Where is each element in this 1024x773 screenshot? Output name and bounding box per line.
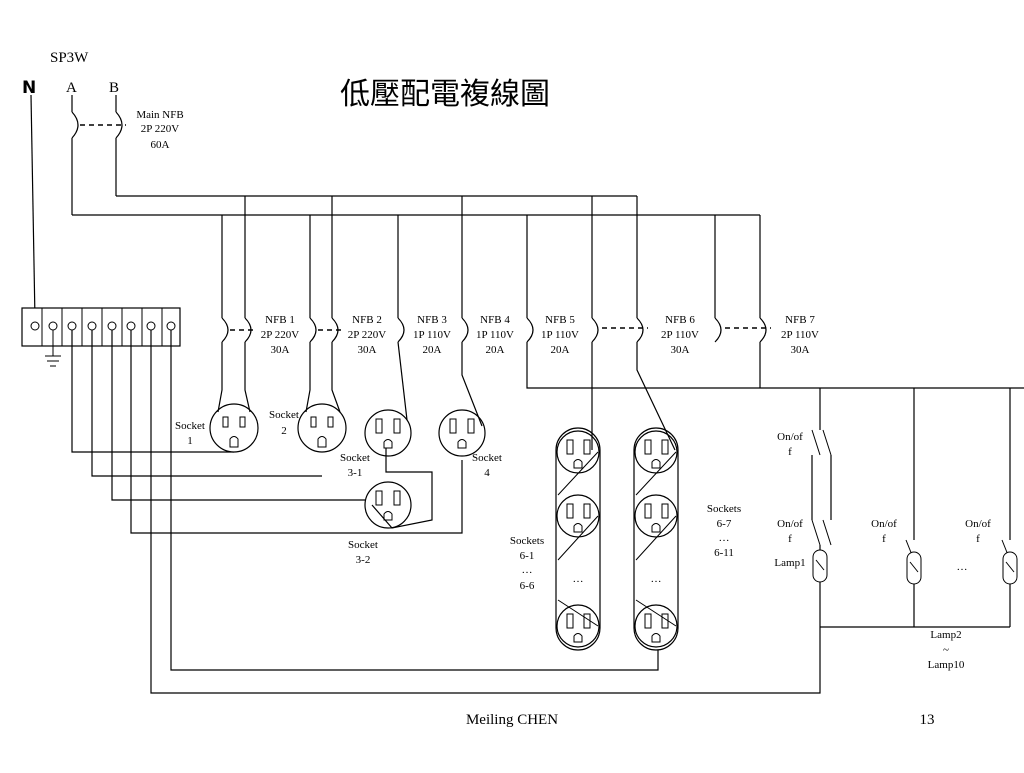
socket-2-label-a: Socket: [269, 409, 299, 421]
lamp-2: [906, 551, 922, 585]
nfb6-name: NFB 6: [665, 314, 695, 326]
nfb2-label: NFB 2 2P 220V 30A: [348, 314, 386, 356]
socket-3-1-label-b: 3-1: [348, 467, 363, 479]
branch-drops: [221, 196, 761, 318]
socket-4-label-b: 4: [484, 467, 490, 479]
nfb4-label: NFB 4 1P 110V 20A: [476, 314, 514, 356]
nfb6-label: NFB 6 2P 110V 30A: [661, 314, 699, 356]
sockets-6-7-label-d: 6-11: [714, 547, 734, 559]
lamp-10: [1002, 551, 1018, 585]
main-breaker-label: Main NFB 2P 220V 60A: [136, 109, 183, 151]
main-breaker-symbol: [71, 95, 126, 215]
socket-column-6-1-to-6-6: [555, 427, 601, 651]
diagram-title: 低壓配電複線圖: [340, 77, 550, 112]
nfb3-amps: 20A: [423, 344, 442, 356]
neutral-terminal-block: [21, 307, 181, 347]
sockets-6-7-label-a: Sockets: [707, 503, 741, 515]
lamps-ellipsis: …: [957, 561, 968, 573]
lamp-range-label-c: Lamp10: [928, 659, 965, 671]
sockets-6-1-label-d: 6-6: [520, 580, 535, 592]
system-label: SP3W: [50, 50, 89, 66]
sockets-6-1-label-b: 6-1: [520, 550, 535, 562]
neutral-return-wires: [71, 330, 821, 694]
nfb2-amps: 30A: [358, 344, 377, 356]
footer-author: Meiling CHEN: [466, 712, 558, 728]
nfb1-label: NFB 1 2P 220V 30A: [261, 314, 299, 356]
socket-2-label-b: 2: [281, 425, 287, 437]
socket-3-2-label-a: Socket: [348, 539, 378, 551]
main-breaker-line-3: 60A: [151, 139, 170, 151]
phase-b-label: B: [109, 80, 119, 96]
socket-3-1-label-a: Socket: [340, 452, 370, 464]
switch-3-label-a: On/of: [871, 518, 897, 530]
socket-column-6-7-to-6-11: [633, 427, 679, 651]
socket-column-1-ellipsis: …: [573, 573, 584, 585]
nfb3-name: NFB 3: [417, 314, 447, 326]
footer-page-number: 13: [920, 712, 935, 728]
socket-2: [297, 403, 347, 453]
sockets-6-1-label-a: Sockets: [510, 535, 544, 547]
socket-4-label-a: Socket: [472, 452, 502, 464]
socket-1-label-b: 1: [187, 435, 193, 447]
socket-3-2: [364, 481, 412, 529]
branch-breaker-symbols: [221, 317, 771, 343]
nfb4-rating: 1P 110V: [476, 329, 514, 341]
socket-1-label-a: Socket: [175, 420, 205, 432]
ground-icon: [45, 330, 61, 367]
nfb3-rating: 1P 110V: [413, 329, 451, 341]
nfb4-name: NFB 4: [480, 314, 510, 326]
phase-a-label: A: [66, 80, 77, 96]
nfb7-rating: 2P 110V: [781, 329, 819, 341]
switch-2-label-a: On/of: [777, 518, 803, 530]
sockets-6-1-label-c: …: [522, 564, 533, 576]
lamp-range-label-a: Lamp2: [930, 629, 961, 641]
switch-2-label-b: f: [788, 533, 792, 545]
socket-1: [209, 403, 259, 453]
breaker-labels: NFB 1 2P 220V 30A NFB 2 2P 220V 30A NFB …: [261, 314, 819, 356]
lamp-1: [812, 549, 828, 583]
nfb5-label: NFB 5 1P 110V 20A: [541, 314, 579, 356]
main-breaker-line-1: Main NFB: [136, 109, 183, 121]
nfb6-rating: 2P 110V: [661, 329, 699, 341]
sockets-6-7-label-b: 6-7: [717, 518, 732, 530]
neutral-wire: [30, 94, 36, 321]
nfb1-amps: 30A: [271, 344, 290, 356]
nfb1-name: NFB 1: [265, 314, 295, 326]
switch-1-label-b: f: [788, 446, 792, 458]
nfb5-amps: 20A: [551, 344, 570, 356]
nfb3-label: NFB 3 1P 110V 20A: [413, 314, 451, 356]
socket-3-1: [364, 409, 412, 457]
nfb1-rating: 2P 220V: [261, 329, 299, 341]
branch-load-wires: [217, 341, 1024, 529]
main-breaker-line-2: 2P 220V: [141, 123, 179, 135]
neutral-label: N: [22, 78, 36, 98]
socket-column-2-ellipsis: …: [651, 573, 662, 585]
lighting-circuit-wires: [811, 388, 1011, 628]
nfb6-amps: 30A: [671, 344, 690, 356]
nfb2-rating: 2P 220V: [348, 329, 386, 341]
socket-3-2-label-b: 3-2: [356, 554, 371, 566]
nfb7-label: NFB 7 2P 110V 30A: [781, 314, 819, 356]
switch-4-label-a: On/of: [965, 518, 991, 530]
nfb7-amps: 30A: [791, 344, 810, 356]
switch-4-label-b: f: [976, 533, 980, 545]
socket-4: [438, 409, 486, 457]
switch-3-label-b: f: [882, 533, 886, 545]
sockets-6-7-label-c: …: [719, 532, 730, 544]
lamp-range-label-b: ~: [943, 644, 949, 656]
switch-1-label-a: On/of: [777, 431, 803, 443]
nfb5-name: NFB 5: [545, 314, 575, 326]
nfb2-name: NFB 2: [352, 314, 382, 326]
nfb5-rating: 1P 110V: [541, 329, 579, 341]
nfb4-amps: 20A: [486, 344, 505, 356]
nfb7-name: NFB 7: [785, 314, 815, 326]
lamp-1-label: Lamp1: [774, 557, 805, 569]
